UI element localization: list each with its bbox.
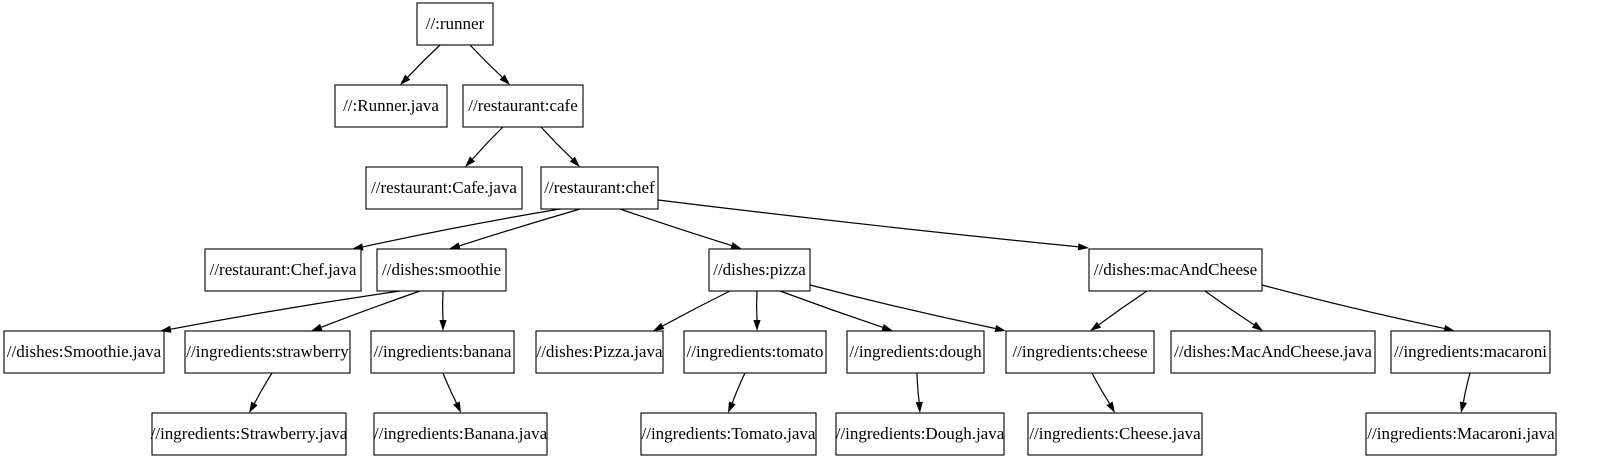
edge-smoothie-to-banana — [439, 290, 447, 331]
node-label: //ingredients:Macaroni.java — [1367, 424, 1555, 443]
node-label: //restaurant:chef — [544, 178, 655, 197]
edge-cheese-to-cheese_java — [1091, 372, 1115, 413]
node-chef_java[interactable]: //restaurant:Chef.java — [204, 248, 362, 292]
node-label: //dishes:macAndCheese — [1094, 260, 1257, 279]
node-layer: //:runner //:Runner.java //restaurant:cafe… — [3, 2, 1557, 456]
edge-chef-to-macandcheese — [657, 199, 1089, 251]
edge-pizza-to-cheese — [809, 284, 1006, 332]
edge-tomato-to-tomato_java — [728, 372, 746, 413]
edge-chef-to-smoothie — [449, 208, 581, 250]
node-label: //restaurant:Chef.java — [210, 260, 357, 279]
node-cheese_java[interactable]: //ingredients:Cheese.java — [1027, 412, 1203, 456]
edge-macandcheese-to-macaroni — [1261, 284, 1455, 332]
edge-runner-to-runner_java — [400, 44, 441, 85]
node-macandcheese[interactable]: //dishes:macAndCheese — [1088, 248, 1263, 292]
node-chef[interactable]: //restaurant:chef — [540, 166, 659, 210]
node-strawberry_java[interactable]: //ingredients:Strawberry.java — [151, 412, 348, 456]
node-runner[interactable]: //:runner — [416, 2, 494, 46]
node-label: //ingredients:banana — [374, 342, 512, 361]
edge-cafe-to-chef — [540, 126, 580, 167]
node-label: //dishes:Pizza.java — [536, 342, 663, 361]
node-label: //ingredients:cheese — [1012, 342, 1147, 361]
edge-macandcheese-to-macandcheese_java — [1204, 290, 1263, 331]
node-label: //ingredients:macaroni — [1394, 342, 1547, 361]
node-strawberry[interactable]: //ingredients:strawberry — [184, 330, 351, 374]
node-pizza[interactable]: //dishes:pizza — [708, 248, 811, 292]
node-macaroni_java[interactable]: //ingredients:Macaroni.java — [1365, 412, 1557, 456]
node-label: //:Runner.java — [343, 96, 439, 115]
node-label: //ingredients:Tomato.java — [642, 424, 816, 443]
node-macaroni[interactable]: //ingredients:macaroni — [1390, 330, 1551, 374]
node-dough_java[interactable]: //ingredients:Dough.java — [835, 412, 1005, 456]
node-label: //ingredients:Dough.java — [836, 424, 1005, 443]
edge-runner-to-cafe — [469, 44, 510, 85]
node-banana_java[interactable]: //ingredients:Banana.java — [373, 412, 548, 456]
edge-pizza-to-pizza_java — [653, 290, 731, 331]
edge-strawberry-to-strawberry_java — [249, 372, 273, 413]
node-label: //ingredients:Banana.java — [374, 424, 548, 443]
node-label: //ingredients:tomato — [687, 342, 824, 361]
edge-macaroni-to-macaroni_java — [1459, 372, 1471, 413]
node-label: //ingredients:Strawberry.java — [151, 424, 348, 443]
node-label: //dishes:pizza — [713, 260, 806, 279]
node-pizza_java[interactable]: //dishes:Pizza.java — [535, 330, 664, 374]
node-label: //ingredients:dough — [849, 342, 982, 361]
node-banana[interactable]: //ingredients:banana — [370, 330, 515, 374]
node-cafe[interactable]: //restaurant:cafe — [462, 84, 584, 128]
node-tomato_java[interactable]: //ingredients:Tomato.java — [640, 412, 817, 456]
node-label: //ingredients:Cheese.java — [1029, 424, 1201, 443]
edge-smoothie-to-strawberry — [311, 290, 421, 331]
node-dough[interactable]: //ingredients:dough — [846, 330, 985, 374]
node-label: //restaurant:cafe — [468, 96, 578, 115]
node-smoothie[interactable]: //dishes:smoothie — [376, 248, 507, 292]
node-label: //dishes:smoothie — [382, 260, 501, 279]
node-macandcheese_java[interactable]: //dishes:MacAndCheese.java — [1170, 330, 1376, 374]
node-label: //dishes:Smoothie.java — [7, 342, 162, 361]
edge-dough-to-dough_java — [915, 372, 923, 413]
node-label: //:runner — [426, 14, 485, 33]
node-label: //ingredients:strawberry — [186, 342, 349, 361]
edge-chef-to-pizza — [619, 208, 742, 249]
node-tomato[interactable]: //ingredients:tomato — [683, 330, 827, 374]
node-cheese[interactable]: //ingredients:cheese — [1005, 330, 1155, 374]
edge-smoothie-to-smoothie_java — [160, 290, 401, 333]
node-smoothie_java[interactable]: //dishes:Smoothie.java — [3, 330, 165, 374]
edge-macandcheese-to-cheese — [1090, 290, 1148, 331]
edge-cafe-to-cafe_java — [465, 126, 504, 167]
node-label: //dishes:MacAndCheese.java — [1174, 342, 1372, 361]
node-runner_java[interactable]: //:Runner.java — [334, 84, 448, 128]
edge-pizza-to-tomato — [753, 290, 761, 331]
edge-pizza-to-dough — [779, 290, 893, 331]
node-cafe_java[interactable]: //restaurant:Cafe.java — [365, 166, 523, 210]
node-label: //restaurant:Cafe.java — [371, 178, 517, 197]
edge-layer — [160, 44, 1471, 413]
edge-banana-to-banana_java — [442, 372, 461, 413]
